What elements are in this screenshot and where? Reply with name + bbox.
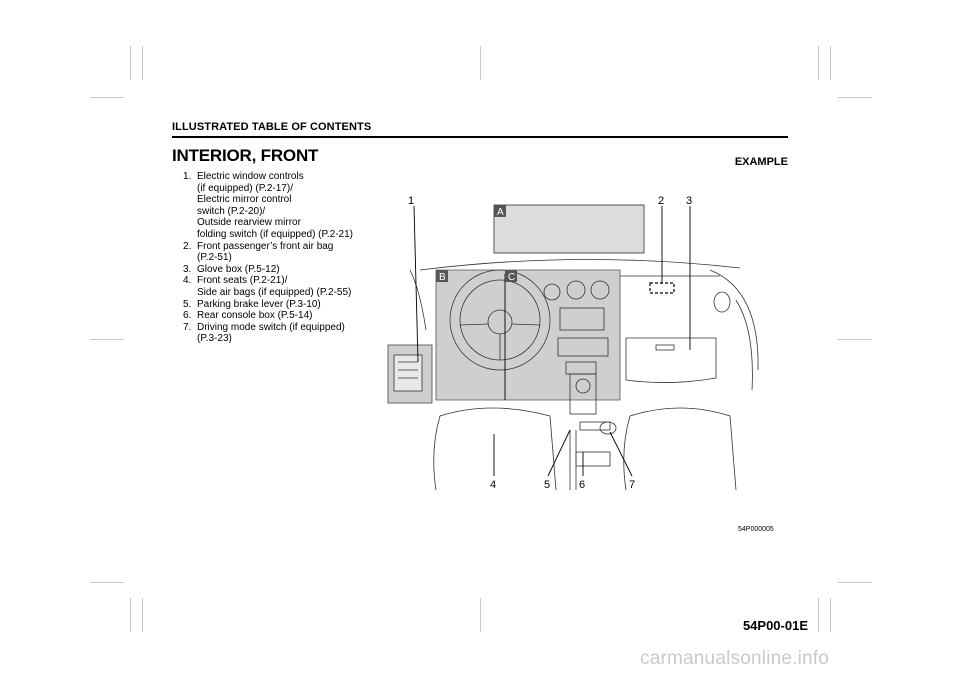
toc-list: 1. Electric window controls(if equipped) …	[183, 171, 373, 345]
toc-item-text: Rear console box (P.5-14)	[197, 310, 313, 322]
toc-item: 6. Rear console box (P.5-14)	[183, 310, 373, 322]
figure-code: 54P000005	[738, 526, 774, 533]
area-bc-shade	[435, 269, 621, 401]
toc-item-text: Side air bags (if equipped) (P.2-55)	[197, 286, 352, 298]
toc-item-number: 2.	[183, 240, 192, 252]
callout-7: 7	[629, 479, 635, 490]
toc-item-text: Front passenger’s front air bag	[197, 240, 334, 252]
crop-mark	[130, 598, 131, 632]
crop-mark	[90, 582, 124, 583]
section-title: INTERIOR, FRONT	[172, 146, 319, 165]
leader-line-5	[547, 429, 571, 477]
callout-1: 1	[408, 195, 414, 207]
toc-item: 1. Electric window controls(if equipped) …	[183, 171, 373, 241]
toc-item-number: 4.	[183, 275, 192, 287]
crop-mark	[838, 339, 872, 340]
toc-item: 2. Front passenger’s front air bag(P.2-51…	[183, 241, 373, 264]
callout-2: 2	[658, 195, 664, 207]
crop-mark	[90, 339, 124, 340]
callout-3: 3	[686, 195, 692, 207]
toc-item-text: switch (P.2-20)/	[197, 205, 266, 217]
crop-mark	[90, 97, 124, 98]
crop-mark	[838, 97, 872, 98]
toc-item: 3. Glove box (P.5-12)	[183, 264, 373, 276]
toc-item-number: 5.	[183, 298, 192, 310]
running-header: ILLUSTRATED TABLE OF CONTENTS	[172, 121, 372, 133]
leader-line-7	[609, 431, 633, 477]
toc-item-text: Glove box (P.5-12)	[197, 263, 280, 275]
toc-item-text: (if equipped) (P.2-17)/	[197, 182, 293, 194]
toc-item: 4. Front seats (P.2-21)/Side air bags (if…	[183, 275, 373, 298]
crop-mark	[130, 46, 131, 80]
leader-line-1	[413, 205, 419, 363]
toc-item-text: Outside rearview mirror	[197, 217, 301, 229]
area-label-c: C	[508, 272, 515, 283]
crop-mark	[480, 598, 481, 632]
toc-item-number: 7.	[183, 321, 192, 333]
toc-item-text: Front seats (P.2-21)/	[197, 275, 288, 287]
crop-mark	[830, 46, 831, 80]
header-rule	[172, 136, 788, 138]
toc-item-text: Driving mode switch (if equipped)	[197, 321, 345, 333]
toc-item-text: Parking brake lever (P.3-10)	[197, 298, 321, 310]
toc-item-text: Electric mirror control	[197, 194, 292, 206]
interior-illustration: A B C 1 2 3 4 5 6 7	[387, 195, 759, 490]
toc-item: 5. Parking brake lever (P.3-10)	[183, 299, 373, 311]
area-a-box	[493, 204, 645, 254]
toc-item-text: folding switch (if equipped) (P.2-21)	[197, 228, 354, 240]
area-label-a: A	[497, 207, 504, 218]
watermark-text: carmanualsonline.info	[640, 648, 830, 669]
toc-item-number: 3.	[183, 263, 192, 275]
toc-item-number: 6.	[183, 310, 192, 322]
crop-mark	[818, 598, 819, 632]
callout-4: 4	[490, 479, 496, 490]
area-label-b: B	[439, 272, 446, 283]
crop-mark	[838, 582, 872, 583]
crop-mark	[830, 598, 831, 632]
crop-mark	[142, 598, 143, 632]
toc-item-text: Electric window controls	[197, 171, 304, 182]
toc-item-text: (P.2-51)	[197, 252, 232, 264]
crop-mark	[480, 46, 481, 80]
example-label: EXAMPLE	[734, 156, 788, 168]
callout-6: 6	[579, 479, 585, 490]
toc-item-text: (P.3-23)	[197, 333, 232, 345]
crop-mark	[142, 46, 143, 80]
page-id: 54P00-01E	[742, 618, 808, 633]
crop-mark	[818, 46, 819, 80]
callout-5: 5	[544, 479, 550, 490]
toc-item: 7. Driving mode switch (if equipped)(P.3-…	[183, 322, 373, 345]
toc-item-number: 1.	[183, 171, 192, 182]
